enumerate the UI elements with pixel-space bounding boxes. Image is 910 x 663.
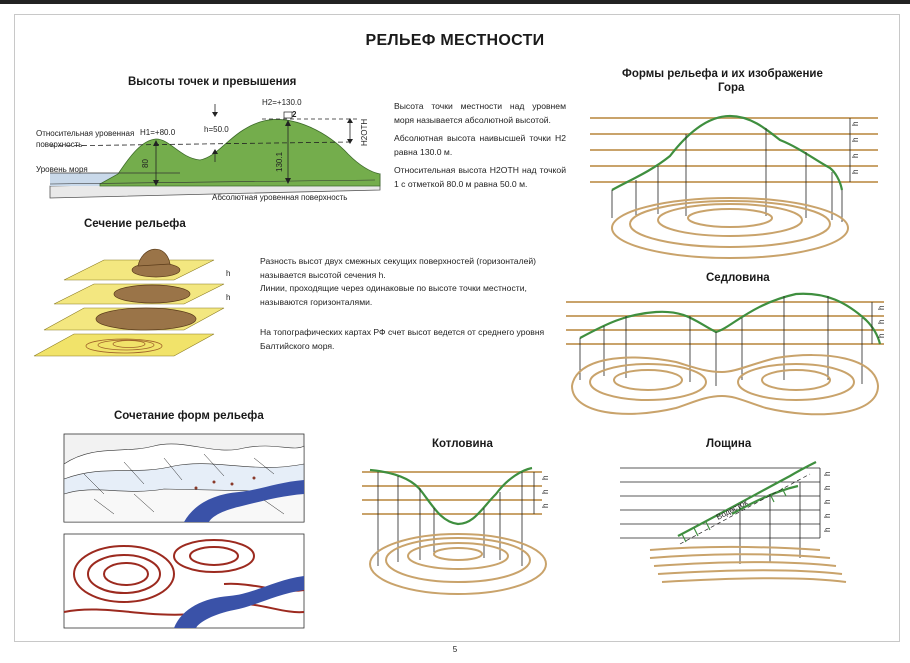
basin-h-2: h	[541, 490, 550, 494]
heading-forms: Формы рельефа и их изображение	[622, 68, 823, 80]
heights-diagram: H1=+80.0 H2=+130.0 2 h=50.0 Относительна…	[36, 98, 381, 202]
hollow-h-5: h	[823, 528, 832, 532]
hollow-diagram: Водосток h h h h h	[620, 461, 847, 583]
section-h-label-1: h	[226, 269, 230, 278]
v80-label: 80	[141, 159, 150, 168]
hill-body	[99, 119, 381, 187]
form-hollow-label: Лощина	[706, 438, 752, 450]
section-h-label-2: h	[226, 293, 230, 302]
basin-profile	[369, 466, 533, 526]
page-number: 5	[452, 645, 458, 654]
h2-otn-label: H2ОТН	[360, 119, 369, 146]
saddle-profile	[579, 292, 882, 345]
mountain-h-1: h	[851, 122, 860, 126]
h-rel-label: h=50.0	[204, 125, 229, 134]
sea-level-label: Уровень моря	[36, 165, 88, 174]
sec-text-2: Линии, проходящие через одинаковые по вы…	[260, 283, 527, 307]
h1-label: H1=+80.0	[140, 128, 176, 137]
saddle-h-3: h	[877, 334, 886, 338]
basin-h-1: h	[541, 476, 550, 480]
abs-text-1: Высота точки местности над уровнем моря …	[394, 101, 566, 125]
relative-surface-label-2: поверхность	[36, 140, 82, 149]
page-frame	[14, 14, 900, 642]
form-basin-label: Котловина	[432, 438, 493, 450]
saddle-diagram: h h h	[566, 292, 886, 416]
mountain-profile	[611, 114, 844, 191]
hollow-h-4: h	[823, 514, 832, 518]
hollow-h-1: h	[823, 472, 832, 476]
heading-combination: Сочетание форм рельефа	[114, 410, 264, 422]
saddle-h-2: h	[877, 320, 886, 324]
mountain-h-4: h	[851, 170, 860, 174]
mountain-h-2: h	[851, 138, 860, 142]
saddle-h-1: h	[877, 306, 886, 310]
v130-label: 130.1	[275, 151, 284, 172]
heading-section: Сечение рельефа	[84, 218, 186, 230]
mountain-h-3: h	[851, 154, 860, 158]
point-2-label: 2	[292, 110, 297, 119]
topographic-map-illustration	[63, 533, 305, 629]
basin-h-3: h	[541, 504, 550, 508]
basin-diagram: h h h	[362, 466, 550, 595]
absolute-surface-label: Абсолютная уровенная поверхность	[212, 193, 347, 202]
page-title: РЕЛЬЕФ МЕСТНОСТИ	[365, 32, 545, 49]
form-mountain-label: Гора	[718, 82, 745, 94]
mountain-diagram: h h h h	[590, 114, 878, 259]
relative-level-dashed	[49, 141, 351, 147]
section-text: Разность высот двух смежных секущих пове…	[260, 255, 550, 358]
relative-surface-label-1: Относительная уровенная	[36, 129, 134, 138]
hollow-h-3: h	[823, 500, 832, 504]
abs-text-3: Относительная высота H2ОТН над точкой 1 …	[394, 165, 566, 189]
heading-heights: Высоты точек и превышения	[128, 76, 297, 88]
absolute-height-text: Высота точки местности над уровнем моря …	[394, 100, 566, 196]
abs-text-2: Абсолютная высота наивысшей точки H2 рав…	[394, 133, 566, 157]
h2-label: H2=+130.0	[262, 98, 302, 107]
sec-text-3: На топографических картах РФ счет высот …	[260, 327, 545, 351]
landscape-illustration	[63, 433, 305, 523]
top-edge-bar	[0, 0, 910, 4]
hollow-h-2: h	[823, 486, 832, 490]
section-diagram: h h	[33, 248, 230, 357]
sec-text-1: Разность высот двух смежных секущих пове…	[260, 256, 537, 280]
form-saddle-label: Седловина	[706, 272, 770, 284]
